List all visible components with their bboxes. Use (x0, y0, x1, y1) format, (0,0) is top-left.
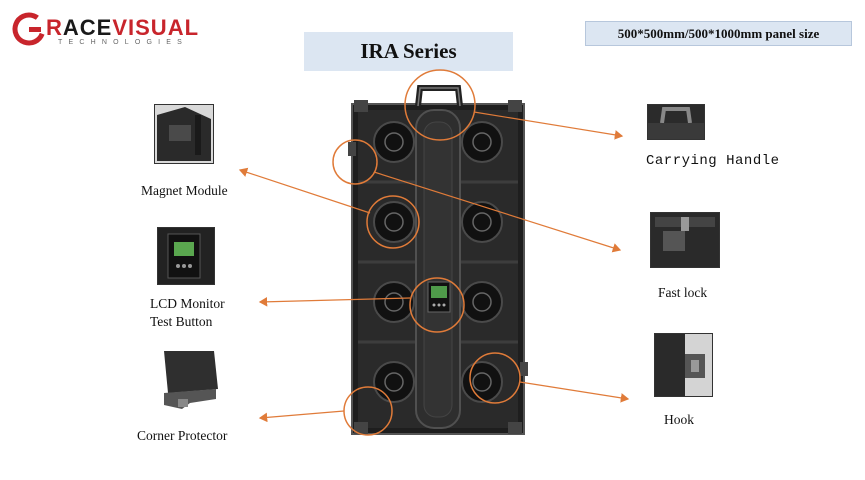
hook-thumb (654, 333, 713, 397)
series-title: IRA Series (304, 32, 513, 71)
fast-lock-thumb (650, 212, 720, 268)
carrying-handle-thumb (647, 104, 705, 140)
corner-protector-label: Corner Protector (137, 428, 228, 443)
lock-icon (651, 213, 719, 267)
magnet-module-thumb (154, 104, 214, 164)
handle-icon (648, 105, 704, 139)
lcd-monitor-label: LCD Monitor (150, 296, 225, 311)
brand-tagline: TECHNOLOGIES (58, 39, 189, 46)
brand-name: RACEVISUAL (46, 15, 200, 40)
test-button-label: Test Button (150, 314, 213, 329)
panel-size-box: 500*500mm/500*1000mm panel size (585, 21, 852, 46)
lcd-monitor-thumb (157, 227, 215, 285)
logo-g-icon (12, 12, 46, 46)
magnet-module-label: Magnet Module (141, 183, 228, 198)
magnet-icon (155, 105, 213, 163)
fast-lock-label: Fast lock (658, 285, 708, 300)
hook-arrow (519, 381, 630, 403)
hook-label: Hook (664, 412, 694, 427)
hook-icon (655, 334, 712, 396)
lcd-icon (158, 228, 214, 284)
corner-arrow (258, 410, 345, 423)
carrying-handle-label: Carrying Handle (646, 153, 780, 169)
led-panel-image (348, 85, 528, 435)
brand-logo: RACEVISUAL TECHNOLOGIES (12, 12, 198, 48)
corner-icon (164, 351, 218, 409)
corner-protector-thumb (160, 349, 218, 411)
